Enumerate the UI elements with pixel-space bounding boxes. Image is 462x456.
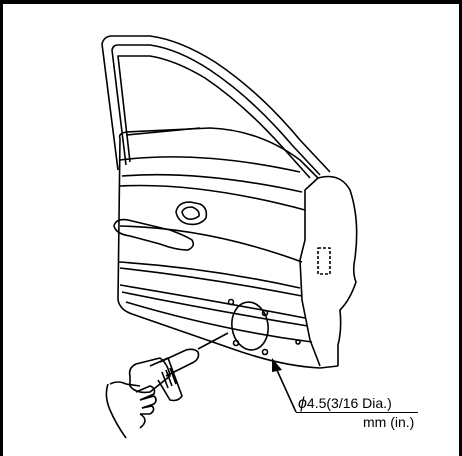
callout-underline (296, 412, 418, 413)
hole-diameter-label: ϕ4.5(3/16 Dia.) (298, 395, 392, 413)
callout-arrow (272, 358, 297, 413)
diameter-symbol: ϕ (298, 395, 307, 412)
drill-illustration (105, 332, 229, 439)
door-handle (113, 201, 208, 251)
speaker-opening (227, 298, 301, 356)
window-frame (101, 35, 331, 179)
hole-diameter-value: 4.5(3/16 Dia.) (306, 395, 392, 411)
door-trim-panel (117, 127, 358, 369)
unit-label: mm (in.) (363, 414, 415, 430)
